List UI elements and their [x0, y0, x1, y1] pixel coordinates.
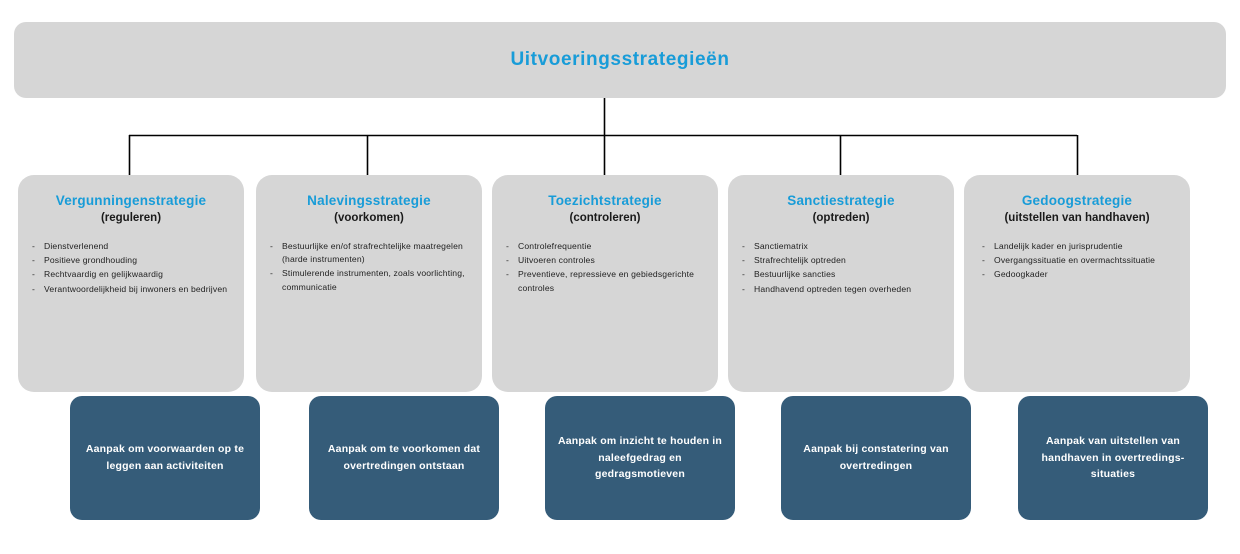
list-item: Positieve grondhouding: [28, 254, 234, 268]
strategy-card-title: Sanctiestrategie: [787, 193, 895, 208]
list-item: Gedoogkader: [974, 268, 1180, 282]
list-item: Overgangssituatie en overmachtssituatie: [974, 254, 1180, 268]
strategy-column-sanctiestrategie: Sanctiestrategie (optreden) Sanctiematri…: [728, 175, 954, 392]
list-item: Uitvoeren controles: [502, 254, 708, 268]
strategy-card-title: Gedoogstrategie: [1021, 193, 1133, 208]
strategy-card-title: Toezichtstrategie: [548, 193, 662, 208]
list-item: Stimulerende instrumenten, zoals voorlic…: [266, 267, 472, 294]
diagram-title-banner: Uitvoeringsstrategieën: [14, 22, 1226, 98]
strategy-bullet-list: Bestuurlijke en/of strafrechtelijke maat…: [266, 240, 472, 294]
strategy-card[interactable]: Toezichtstrategie (controleren) Controle…: [492, 175, 718, 392]
strategy-card-title: Nalevingsstrategie: [307, 193, 431, 208]
list-item: Verantwoordelijkheid bij inwoners en bed…: [28, 283, 234, 297]
strategy-bullet-list: Landelijk kader en jurisprudentie Overga…: [974, 240, 1180, 282]
outcome-box-text: Aanpak van uitstellen van handhaven in o…: [1041, 434, 1185, 481]
list-item: Preventieve, repressieve en gebiedsgeric…: [502, 268, 708, 295]
outcome-box-text: Aanpak bij constatering van overtredinge…: [803, 443, 949, 472]
outcome-box-text: Aanpak om inzicht te houden in naleefged…: [557, 434, 723, 481]
list-item: Controlefrequentie: [502, 240, 708, 254]
outcome-box-sanctiestrategie[interactable]: Aanpak bij constatering van overtredinge…: [781, 396, 971, 520]
strategy-card-title: Vergunningenstrategie: [55, 193, 207, 208]
strategy-bullet-list: Controlefrequentie Uitvoeren controles P…: [502, 240, 708, 295]
outcome-box-gedoogstrategie[interactable]: Aanpak van uitstellen van handhaven in o…: [1018, 396, 1208, 520]
list-item: Rechtvaardig en gelijkwaardig: [28, 268, 234, 282]
strategy-column-gedoogstrategie: Gedoogstrategie (uitstellen van handhave…: [964, 175, 1190, 392]
list-item: Bestuurlijke sancties: [738, 268, 944, 282]
strategy-column-vergunningenstrategie: Vergunningenstrategie (reguleren) Dienst…: [18, 175, 244, 392]
strategy-column-toezichtstrategie: Toezichtstrategie (controleren) Controle…: [492, 175, 718, 392]
list-item: Strafrechtelijk optreden: [738, 254, 944, 268]
list-item: Dienstverlenend: [28, 240, 234, 254]
list-item: Landelijk kader en jurisprudentie: [974, 240, 1180, 254]
strategy-card[interactable]: Sanctiestrategie (optreden) Sanctiematri…: [728, 175, 954, 392]
strategy-card[interactable]: Nalevingsstrategie (voorkomen) Bestuurli…: [256, 175, 482, 392]
strategy-card-subtitle: (optreden): [812, 211, 870, 224]
list-item: Bestuurlijke en/of strafrechtelijke maat…: [266, 240, 472, 267]
strategy-card[interactable]: Vergunningenstrategie (reguleren) Dienst…: [18, 175, 244, 392]
outcome-box-text: Aanpak om voorwaarden op te leggen aan a…: [85, 443, 245, 472]
strategy-card[interactable]: Gedoogstrategie (uitstellen van handhave…: [964, 175, 1190, 392]
strategy-column-nalevingsstrategie: Nalevingsstrategie (voorkomen) Bestuurli…: [256, 175, 482, 392]
strategy-card-subtitle: (controleren): [569, 211, 641, 224]
page-title: Uitvoeringsstrategieën: [510, 49, 730, 70]
outcome-box-text: Aanpak om te voorkomen dat overtredingen…: [327, 443, 481, 472]
outcome-box-vergunningenstrategie[interactable]: Aanpak om voorwaarden op te leggen aan a…: [70, 396, 260, 520]
strategy-card-subtitle: (reguleren): [100, 211, 162, 224]
list-item: Sanctiematrix: [738, 240, 944, 254]
outcome-box-toezichtstrategie[interactable]: Aanpak om inzicht te houden in naleefged…: [545, 396, 735, 520]
list-item: Handhavend optreden tegen overheden: [738, 283, 944, 297]
strategy-bullet-list: Sanctiematrix Strafrechtelijk optreden B…: [738, 240, 944, 297]
strategy-card-subtitle: (voorkomen): [334, 211, 404, 224]
strategy-card-subtitle: (uitstellen van handhaven): [1004, 211, 1150, 224]
outcome-box-nalevingsstrategie[interactable]: Aanpak om te voorkomen dat overtredingen…: [309, 396, 499, 520]
strategy-bullet-list: Dienstverlenend Positieve grondhouding R…: [28, 240, 234, 297]
